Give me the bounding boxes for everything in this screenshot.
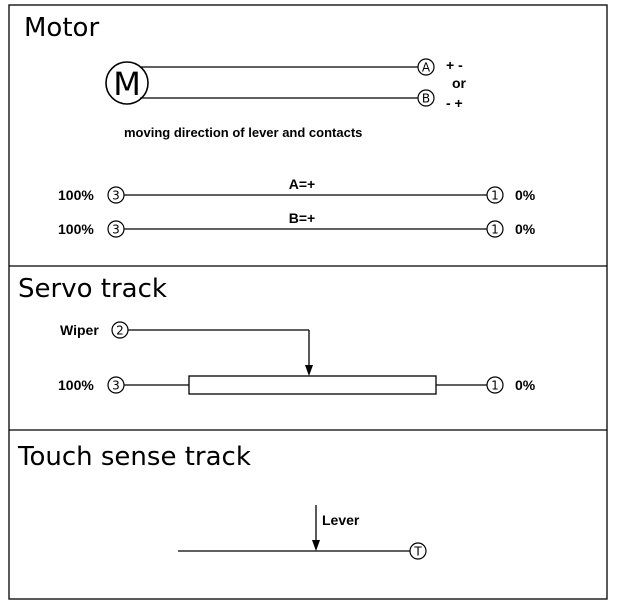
- track-b-right-label: 0%: [515, 221, 536, 237]
- wiper-arrow-head: [305, 365, 313, 376]
- wiper-label: Wiper: [60, 322, 99, 338]
- servo-right-pin: 1: [491, 379, 499, 393]
- motor-caption: moving direction of lever and contacts: [124, 125, 362, 140]
- servo-left-pin: 3: [112, 379, 120, 393]
- terminal-a: A: [417, 58, 435, 76]
- track-a-left-pin: 3: [112, 189, 120, 203]
- touch-section: Touch sense track Lever T: [17, 442, 427, 560]
- track-a-left-label: 100%: [58, 187, 94, 203]
- track-a-middle-label: A=+: [289, 176, 315, 192]
- track-b-left-label: 100%: [58, 221, 94, 237]
- touch-title: Touch sense track: [17, 442, 251, 472]
- track-a-right-label: 0%: [515, 187, 536, 203]
- track-b-middle-label: B=+: [289, 210, 315, 226]
- lever-arrow-head: [312, 540, 320, 551]
- servo-section: Servo track Wiper 2 100% 3 1 0%: [18, 274, 536, 395]
- terminal-b: B: [417, 89, 435, 107]
- servo-title: Servo track: [18, 274, 167, 304]
- polarity-or: or: [452, 75, 467, 91]
- motor-symbol-circle: [105, 61, 149, 105]
- motor-track-b: 100% 3 B=+ 1 0%: [58, 210, 536, 238]
- servo-left-label: 100%: [58, 377, 94, 393]
- polarity-a: + -: [446, 57, 463, 73]
- touch-terminal-label: T: [413, 545, 422, 559]
- diagram-frame: [8, 4, 608, 600]
- terminal-a-label: A: [422, 61, 431, 75]
- servo-right-label: 0%: [515, 377, 536, 393]
- motor-title: Motor: [24, 13, 99, 43]
- motor-symbol-label: M: [113, 65, 141, 103]
- track-b-left-pin: 3: [112, 223, 120, 237]
- touch-terminal-circle: [409, 542, 427, 560]
- polarity-b: - +: [446, 95, 463, 111]
- track-a-right-pin: 1: [491, 189, 499, 203]
- lever-label: Lever: [322, 512, 360, 528]
- servo-right-pin-circle: [486, 376, 504, 394]
- terminal-b-label: B: [422, 92, 430, 106]
- track-b-right-pin: 1: [491, 223, 499, 237]
- wiper-pin: 2: [116, 324, 124, 338]
- motor-section: Motor M A B + - or - + moving direction …: [24, 13, 536, 238]
- servo-resistor: [188, 375, 437, 395]
- motor-track-a: 100% 3 A=+ 1 0%: [58, 176, 536, 204]
